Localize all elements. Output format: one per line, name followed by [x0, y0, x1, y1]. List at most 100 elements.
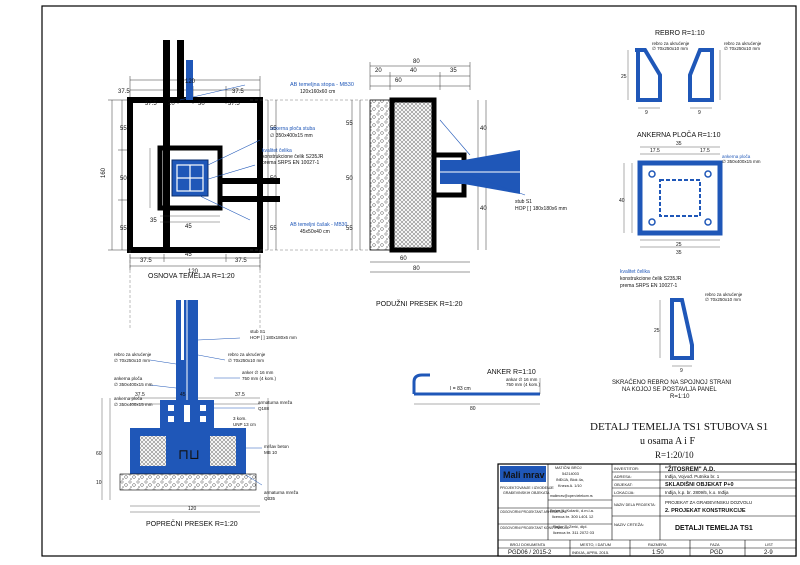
rebro-dim-b: ∅ 70x250x10 mm: [724, 46, 760, 51]
ankerna-dim-17-5-a: 17.5: [650, 148, 660, 154]
skr-dim: ∅ 70x250x10 mm: [705, 297, 741, 302]
anker-legend-2: 750 mm (4 kom.): [506, 382, 541, 387]
pop-dim-120: 120: [188, 506, 197, 512]
label-adresa: ADRESA:: [614, 474, 632, 479]
title-anker: ANKER R=1:10: [487, 369, 536, 376]
footer-faza: PGD: [710, 550, 724, 556]
note-ab-casa-dim: 45x50x40 cm: [300, 229, 330, 235]
note-ab-stopa: AB temeljna stopa - MB30: [290, 82, 354, 88]
dim-45-b: 45: [185, 224, 192, 230]
pop-dim-60: 60: [96, 451, 102, 457]
title-poduzni: PODUŽNI PRESEK R=1:20: [376, 299, 463, 308]
title-poprecni: POPREČNI PRESEK R=1:20: [146, 519, 238, 528]
pop-stub-s1: stub S1: [250, 329, 266, 334]
dim-35-a: 35: [150, 218, 157, 224]
dim-120-top: 120: [185, 79, 196, 85]
pop-pesak: 3 kom.: [233, 416, 247, 421]
pop-rebro-note-b: rebro za ukrućenje: [228, 352, 266, 357]
note-ankerna-ploca: ankerna ploča stuba: [270, 126, 315, 132]
label-lokacija: LOKACIJA:: [614, 490, 634, 495]
dim-120-bottom: 120: [188, 269, 199, 275]
note-ankerna-ploca-dim: ∅ 350x400x15 mm: [270, 133, 313, 139]
ankerna-kvalitet-3: prema SRPS EN 10027-1: [620, 283, 677, 289]
skr-title-3: R=1:10: [670, 394, 690, 400]
anker-length: I = 83 cm: [450, 386, 471, 392]
pop-anker-1: anker ∅ 16 mm: [242, 370, 274, 375]
dim-50-a: 50: [120, 176, 127, 182]
dim-20-b: 20: [375, 68, 382, 74]
poprecni-presek-view: ⊓⊔ stub S1 HOP [ ] 180x180x6 mm rebro za…: [96, 300, 299, 528]
objekat-value: SKLADIŠNI OBJEKAT P+0: [665, 480, 734, 488]
detail-line-3: R=1:20/10: [655, 450, 694, 460]
dim-37-5-a: 37.5: [118, 89, 130, 95]
ankerna-note: ankerna ploča: [722, 154, 751, 159]
note-kvalitet-3: prema SRPS EN 10027-1: [262, 160, 319, 166]
pop-ankerna-dim-b: ∅ 350x400x15 mm: [114, 402, 153, 407]
dim-160-left: 160: [101, 167, 107, 178]
footer-broj: PGD06 / 2015-2: [508, 550, 552, 556]
row-label-konst: ODGOVORNI PROJEKTANT KONSTRUKCIJE: [500, 526, 570, 530]
ankerna-kvalitet-2: konstrukcione čelik S235JR: [620, 276, 682, 282]
detail-line-1: DETALJ TEMELJA TS1 STUBOVA S1: [590, 421, 768, 433]
ankerna-dim-17-5-b: 17.5: [700, 148, 710, 154]
logo-text: Mali mrav: [503, 470, 545, 480]
dim-37-5-f: 37.5: [235, 258, 247, 264]
dim-55-e: 55: [346, 121, 353, 127]
label-objekat: OBJEKAT:: [614, 482, 633, 487]
dim-45-a: 45: [185, 252, 192, 258]
pop-armatura2: armaturna mreža: [264, 490, 299, 495]
footer-label-faza: FAZA: [710, 543, 720, 547]
note-kvalitet-2: konstrukcione čelik S235JR: [262, 154, 324, 160]
pop-rebro-dim: ∅ 70x250x10 mm: [114, 358, 150, 363]
footer-mesto: INĐIJA, APRIL 2015.: [572, 550, 609, 555]
title-ankerna: ANKERNA PLOČA R=1:10: [637, 130, 721, 139]
rebro-dim-25: 25: [621, 74, 627, 80]
pop-dim-10: 10: [96, 480, 102, 486]
rebro-note-b: rebro za ukrućenje: [724, 41, 762, 46]
socket-glyph: ⊓⊔: [178, 446, 200, 462]
pop-dim-37-5-a: 37.5: [135, 392, 145, 398]
pop-dim-37-5-b: 37.5: [235, 392, 245, 398]
title-rebro: REBRO R=1:10: [655, 30, 705, 37]
row-label-arh: ODGOVORNI PROJEKTANT ARHITEKTURE: [500, 510, 568, 514]
skr-note: rebro za ukrućenje: [705, 292, 743, 297]
p1-lic: licenca br. 300 L401 12: [552, 514, 594, 519]
dim-60-b: 60: [400, 256, 407, 262]
dim-30-a: 30: [198, 101, 205, 107]
company-line-3: INĐIJA, Blok 4a,: [556, 478, 584, 482]
ankerna-dim-25: 25: [676, 242, 682, 248]
ankerna-kvalitet-1: kvalitet čelika: [620, 269, 650, 275]
anker-dim-80: 80: [470, 406, 476, 412]
label-naziv-crteza: NAZIV CRTEŽA:: [614, 522, 644, 527]
dim-35-b: 35: [450, 68, 457, 74]
dim-55-b: 55: [120, 226, 127, 232]
lokacija-value: Inđija, k.p. br. 2809/5, k.o. Inđija: [665, 490, 729, 495]
pop-ankerna-dim: ∅ 350x400x15 mm: [114, 382, 153, 387]
dim-37-5-e: 37.5: [140, 258, 152, 264]
note-stub-s1-a: stub S1: [515, 199, 532, 205]
note-ab-casa: AB temeljni čašak - MB30: [290, 222, 347, 228]
title-osnova: OSNOVA TEMELJA R=1:20: [148, 273, 235, 280]
company-line-1: MATIČNI BROJ: [555, 465, 582, 470]
dim-40-b: 40: [480, 126, 487, 132]
rebro-dim-9-b: 9: [698, 110, 701, 116]
logo-sub-2: GRAĐEVINSKIH OBJEKATA: [503, 491, 550, 495]
dim-37-5-c: 37.5: [145, 101, 157, 107]
logo-sub-1: PROJEKTOVANJE I IZVOĐENJE: [500, 486, 554, 490]
rebro-dim-9-a: 9: [645, 110, 648, 116]
ankerna-dim-40: 40: [619, 198, 625, 204]
company-email: malimrav@open.telekom.rs: [550, 494, 593, 498]
dim-37-5-d: 37.5: [228, 101, 240, 107]
pop-armatura-dim: Q188: [258, 406, 270, 411]
adresa-value: Inđija, Vojvođ. Putnika br. 1: [665, 474, 720, 479]
detail-line-2: u osama A i F: [640, 436, 695, 447]
investitor-value: "ŽITOSREM" A.D.: [665, 465, 715, 473]
dim-80-b: 80: [413, 266, 420, 272]
note-stub-s1-dim-a: HOP [ ] 180x180x6 mm: [515, 206, 567, 212]
footer-label-razmera: RAZMERA: [648, 543, 667, 547]
note-ab-stopa-dim: 120x160x60 cm: [300, 89, 335, 95]
dim-60-a: 60: [395, 78, 402, 84]
company-logo: [500, 466, 546, 482]
pop-stub-s1-dim: HOP [ ] 180x180x6 mm: [250, 335, 297, 340]
